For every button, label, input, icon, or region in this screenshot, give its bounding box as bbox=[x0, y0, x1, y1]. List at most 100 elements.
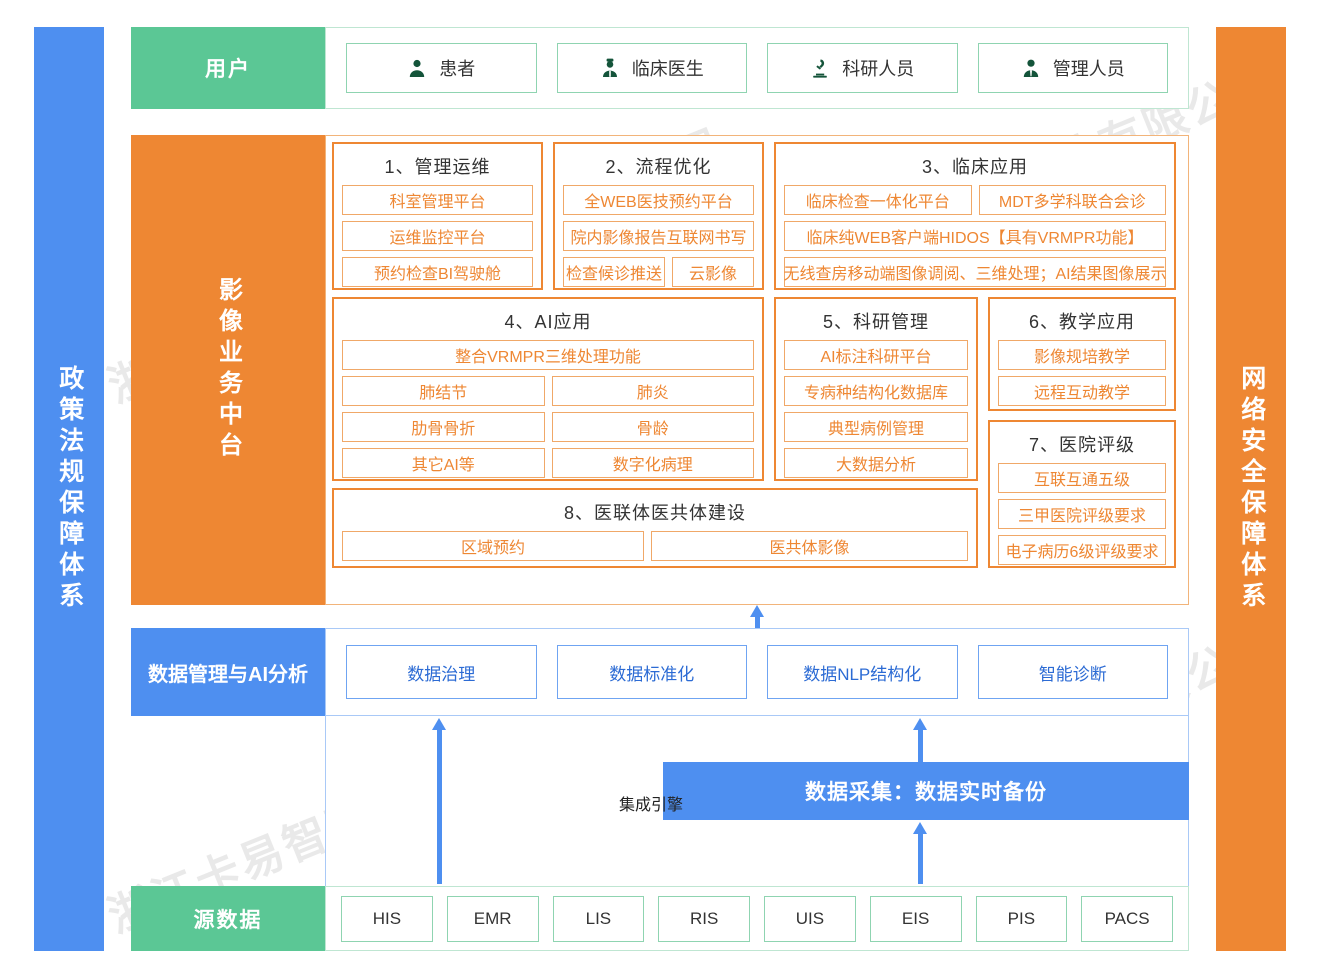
arrow-shaft bbox=[755, 615, 760, 629]
group-item[interactable]: 临床检查一体化平台 bbox=[784, 185, 972, 215]
group-item[interactable]: 无线查房移动端图像调阅、三维处理；AI结果图像展示 bbox=[783, 257, 1167, 287]
group-item[interactable]: 骨龄 bbox=[551, 412, 754, 442]
user-chip-label: 管理人员 bbox=[1052, 59, 1125, 79]
source-data-band: 源数据 HIS EMR LIS RIS UIS EIS PIS PACS bbox=[131, 886, 1189, 951]
group-research-management: 5、科研管理 AI标注科研平台 专病种结构化数据库 典型病例管理 大数据分析 bbox=[774, 297, 978, 481]
arrow-head bbox=[913, 718, 927, 730]
user-chip-administrator[interactable]: 管理人员 bbox=[977, 43, 1168, 93]
source-chip-uis[interactable]: UIS bbox=[764, 895, 856, 942]
group-item[interactable]: 专病种结构化数据库 bbox=[784, 376, 968, 406]
user-chip-researcher[interactable]: 科研人员 bbox=[767, 43, 958, 93]
group-item[interactable]: 其它AI等 bbox=[342, 448, 545, 478]
platform-band: 影像业务中台 1、管理运维 科室管理平台 运维监控平台 预约检查BI驾驶舱 2、… bbox=[131, 135, 1189, 605]
group-item[interactable]: 检查候诊推送 bbox=[563, 257, 665, 287]
group-item[interactable]: 科室管理平台 bbox=[342, 185, 533, 215]
data-management-band-body: 数据治理 数据标准化 数据NLP结构化 智能诊断 bbox=[325, 628, 1189, 716]
group-item[interactable]: 全WEB医技预约平台 bbox=[563, 185, 754, 215]
platform-band-body: 1、管理运维 科室管理平台 运维监控平台 预约检查BI驾驶舱 2、流程优化 全W… bbox=[325, 135, 1189, 605]
group-item[interactable]: 区域预约 bbox=[342, 531, 644, 561]
data-collection-box: 数据采集：数据实时备份 bbox=[663, 762, 1189, 820]
group-title: 3、临床应用 bbox=[921, 157, 1028, 177]
arrow-integration-engine bbox=[432, 718, 446, 884]
user-chip-label: 临床医生 bbox=[631, 59, 704, 79]
group-clinical-application: 3、临床应用 临床检查一体化平台 MDT多学科联合会诊 临床纯WEB客户端HID… bbox=[774, 142, 1176, 290]
policy-pillar-label: 政策法规保障体系 bbox=[55, 365, 84, 613]
arrow-head bbox=[432, 718, 446, 730]
user-band: 用户 患者 临床医生 bbox=[131, 27, 1189, 109]
source-chip-eis[interactable]: EIS bbox=[869, 895, 962, 942]
group-item[interactable]: 大数据分析 bbox=[784, 448, 968, 478]
group-item[interactable]: 远程互动教学 bbox=[998, 376, 1166, 406]
arrow-data-to-platform bbox=[750, 605, 764, 629]
group-title: 2、流程优化 bbox=[605, 157, 712, 177]
user-chip-patient[interactable]: 患者 bbox=[346, 43, 537, 93]
integration-engine-label: 集成引擎 bbox=[618, 797, 683, 814]
arrow-shaft bbox=[918, 728, 923, 765]
group-title: 1、管理运维 bbox=[384, 157, 491, 177]
arrow-shaft bbox=[918, 832, 923, 884]
arrow-shaft bbox=[437, 728, 442, 884]
security-pillar-label: 网络安全保障体系 bbox=[1237, 365, 1266, 613]
group-item[interactable]: 肺炎 bbox=[551, 376, 754, 406]
group-management-ops: 1、管理运维 科室管理平台 运维监控平台 预约检查BI驾驶舱 bbox=[332, 142, 543, 290]
main-column: 用户 患者 临床医生 bbox=[131, 27, 1189, 951]
microscope-icon bbox=[810, 58, 830, 78]
user-chip-clinician[interactable]: 临床医生 bbox=[556, 43, 747, 93]
arrow-head bbox=[750, 605, 764, 617]
arrow-source-to-collection bbox=[913, 822, 927, 884]
group-item[interactable]: 整合VRMPR三维处理功能 bbox=[342, 340, 754, 370]
data-chip-governance[interactable]: 数据治理 bbox=[346, 645, 537, 699]
integration-zone: 数据采集：数据实时备份 集成引擎 bbox=[325, 716, 1189, 886]
group-item[interactable]: 数字化病理 bbox=[551, 448, 754, 478]
group-title: 8、医联体医共体建设 bbox=[563, 503, 746, 523]
data-chip-intelligent-diagnosis[interactable]: 智能诊断 bbox=[977, 645, 1168, 699]
group-title: 4、AI应用 bbox=[504, 312, 592, 332]
user-chip-label: 科研人员 bbox=[842, 59, 915, 79]
group-teaching-application: 6、教学应用 影像规培教学 远程互动教学 bbox=[988, 297, 1176, 411]
user-chip-label: 患者 bbox=[439, 59, 476, 79]
doctor-icon bbox=[600, 58, 620, 78]
group-item[interactable]: 典型病例管理 bbox=[784, 412, 968, 442]
source-data-band-body: HIS EMR LIS RIS UIS EIS PIS PACS bbox=[325, 886, 1189, 951]
data-management-band-label: 数据管理与AI分析 bbox=[131, 628, 325, 716]
group-item[interactable]: 电子病历6级评级要求 bbox=[998, 535, 1166, 565]
person-icon bbox=[407, 58, 427, 78]
group-item[interactable]: MDT多学科联合会诊 bbox=[978, 185, 1166, 215]
group-item[interactable]: 影像规培教学 bbox=[998, 340, 1166, 370]
data-chip-standardization[interactable]: 数据标准化 bbox=[556, 645, 747, 699]
source-chip-pis[interactable]: PIS bbox=[975, 895, 1068, 942]
group-item[interactable]: 预约检查BI驾驶舱 bbox=[342, 257, 533, 287]
group-item[interactable]: 互联互通五级 bbox=[998, 463, 1166, 493]
group-ai-application: 4、AI应用 整合VRMPR三维处理功能 肺结节 肺炎 肋骨骨折 骨龄 其它AI… bbox=[332, 297, 764, 481]
source-data-band-label: 源数据 bbox=[131, 886, 325, 951]
arrow-collection-to-data bbox=[913, 718, 927, 765]
security-pillar: 网络安全保障体系 bbox=[1216, 27, 1286, 951]
group-item[interactable]: 肋骨骨折 bbox=[342, 412, 545, 442]
group-process-optimization: 2、流程优化 全WEB医技预约平台 院内影像报告互联网书写 检查候诊推送 云影像 bbox=[553, 142, 764, 290]
source-chip-pacs[interactable]: PACS bbox=[1081, 895, 1173, 942]
policy-pillar: 政策法规保障体系 bbox=[34, 27, 104, 951]
source-chip-his[interactable]: HIS bbox=[341, 895, 433, 942]
group-item[interactable]: 肺结节 bbox=[342, 376, 545, 406]
user-band-body: 患者 临床医生 科研人员 bbox=[325, 27, 1189, 109]
group-item[interactable]: 运维监控平台 bbox=[342, 221, 533, 251]
group-item[interactable]: 医共体影像 bbox=[651, 531, 968, 561]
group-title: 5、科研管理 bbox=[822, 312, 929, 332]
group-title: 7、医院评级 bbox=[1028, 435, 1135, 455]
group-item[interactable]: 云影像 bbox=[672, 257, 754, 287]
group-medical-consortium: 8、医联体医共体建设 区域预约 医共体影像 bbox=[332, 488, 978, 568]
platform-band-label-text: 影像业务中台 bbox=[214, 277, 242, 463]
group-item[interactable]: 院内影像报告互联网书写 bbox=[563, 221, 754, 251]
group-item[interactable]: 临床纯WEB客户端HIDOS【具有VRMPR功能】 bbox=[784, 221, 1166, 251]
source-chip-ris[interactable]: RIS bbox=[658, 895, 750, 942]
data-management-band: 数据管理与AI分析 数据治理 数据标准化 数据NLP结构化 智能诊断 bbox=[131, 628, 1189, 716]
group-item[interactable]: AI标注科研平台 bbox=[784, 340, 968, 370]
group-title: 6、教学应用 bbox=[1028, 312, 1135, 332]
platform-band-label: 影像业务中台 bbox=[131, 135, 325, 605]
data-chip-nlp-structuring[interactable]: 数据NLP结构化 bbox=[767, 645, 958, 699]
arrow-head bbox=[913, 822, 927, 834]
source-chip-lis[interactable]: LIS bbox=[552, 895, 645, 942]
source-chip-emr[interactable]: EMR bbox=[446, 895, 539, 942]
group-item[interactable]: 三甲医院评级要求 bbox=[998, 499, 1166, 529]
